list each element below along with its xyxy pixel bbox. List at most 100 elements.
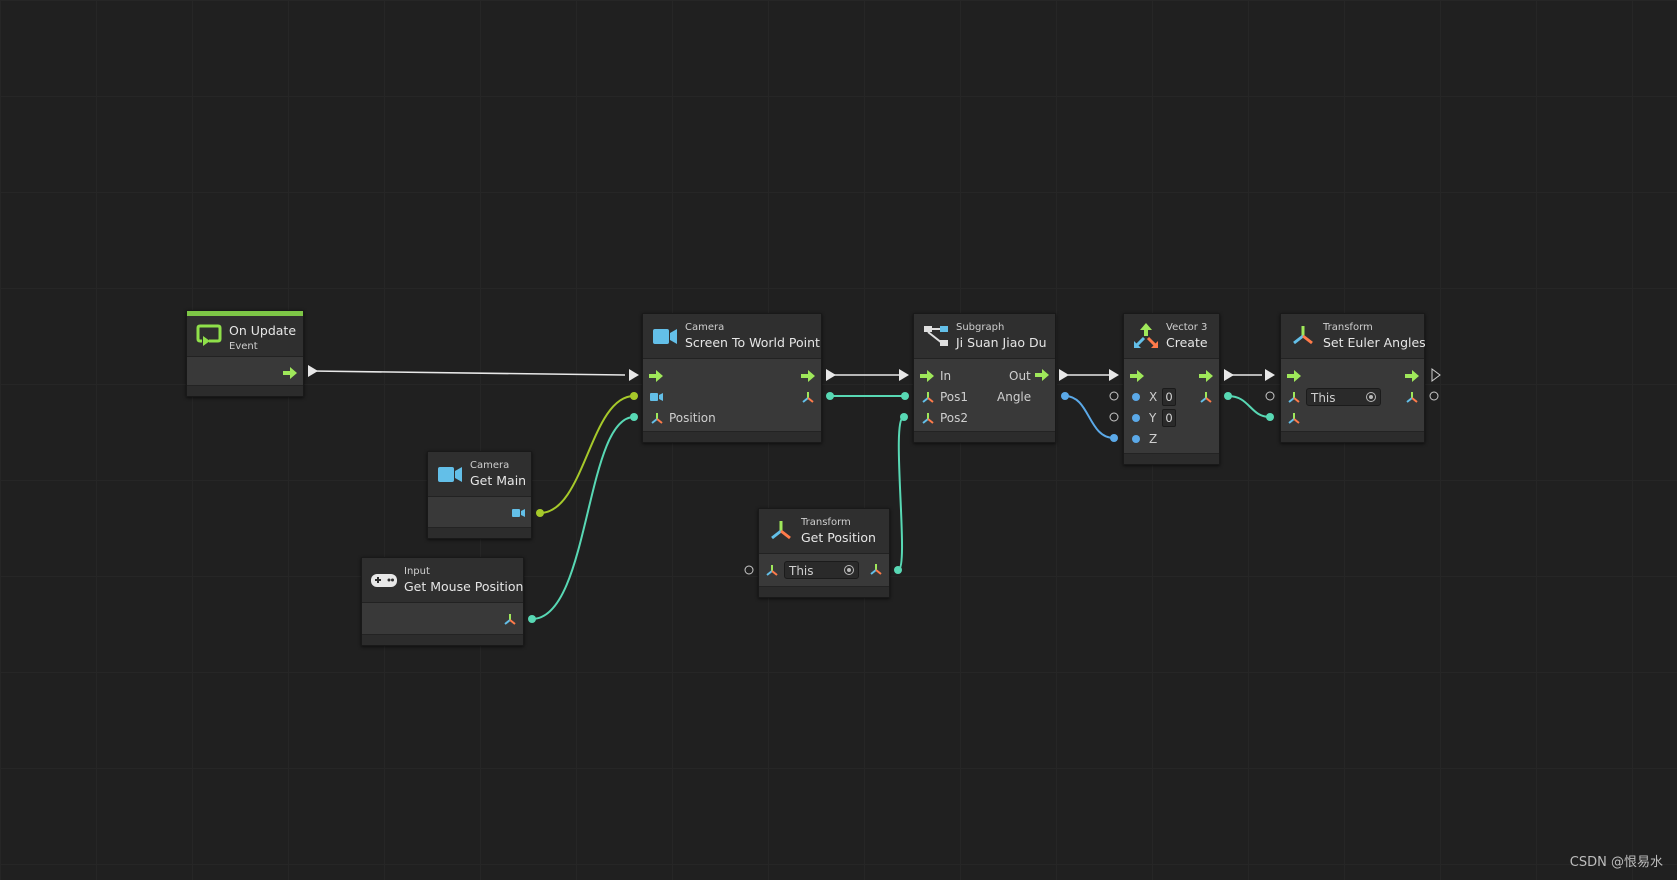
- subgraph-icon: [924, 326, 948, 346]
- flow-arrow-screen-in: [629, 369, 639, 381]
- port-label-x: X: [1149, 390, 1158, 404]
- port-vector-x-empty: [1109, 391, 1119, 401]
- x-value-field[interactable]: 0: [1162, 388, 1176, 406]
- port-label-y: Y: [1149, 411, 1157, 425]
- node-vector3-create[interactable]: Vector 3 Create X 0 Y 0 Z: [1123, 313, 1220, 465]
- float-port-dot-icon: [1132, 414, 1140, 422]
- port-vector-y-empty: [1109, 412, 1119, 422]
- float-port-dot-icon: [1132, 393, 1140, 401]
- vector-output-icon: [802, 392, 814, 403]
- dot-mouse-out: [528, 615, 536, 623]
- node-category: Subgraph: [956, 322, 1005, 333]
- target-field[interactable]: This: [1306, 388, 1381, 406]
- flow-in-arrow-icon[interactable]: [1130, 370, 1144, 382]
- node-subtitle: Event: [229, 340, 258, 352]
- transform-port-icon: [1288, 392, 1300, 403]
- dot-z-in: [1110, 434, 1118, 442]
- flow-arrow-vector-out: [1224, 369, 1234, 381]
- node-title: Create: [1166, 335, 1208, 350]
- object-picker-icon[interactable]: [1366, 392, 1376, 402]
- dot-euler-in: [1266, 413, 1274, 421]
- object-picker-icon[interactable]: [844, 565, 854, 575]
- wire-vector-to-euler: [1227, 395, 1271, 418]
- vector-port-icon: [1288, 413, 1300, 424]
- node-on-update[interactable]: On Update Event: [186, 310, 304, 397]
- node-title: Get Position: [801, 530, 876, 545]
- transform-icon: [1293, 326, 1313, 345]
- dot-screen-camera-in: [630, 392, 638, 400]
- port-euler-target-out-empty: [1429, 391, 1439, 401]
- port-label-position: Position: [669, 411, 716, 425]
- flow-in-arrow-icon[interactable]: [649, 370, 663, 382]
- wire-angle-to-z: [1064, 395, 1115, 439]
- dot-vector-out: [1224, 392, 1232, 400]
- node-transform-set-euler-angles[interactable]: Transform Set Euler Angles This: [1280, 313, 1426, 443]
- dot-screen-position-in: [630, 413, 638, 421]
- node-transform-get-position[interactable]: Transform Get Position This: [758, 508, 890, 598]
- flow-out-arrow-icon[interactable]: [1035, 369, 1049, 381]
- port-getpos-target-empty: [744, 565, 754, 575]
- node-category: Vector 3: [1166, 322, 1208, 333]
- node-camera-get-main[interactable]: Camera Get Main: [427, 451, 532, 539]
- watermark: CSDN @恨易水: [1569, 855, 1663, 870]
- node-title: On Update: [229, 323, 297, 338]
- target-field-value: This: [789, 564, 814, 578]
- flow-arrow-vector-in: [1109, 369, 1119, 381]
- flow-out-arrow-icon[interactable]: [283, 367, 297, 379]
- event-bar: [187, 311, 303, 316]
- target-field-value: This: [1311, 391, 1336, 405]
- flow-wire-update-to-screen: [311, 370, 626, 376]
- camera-port-icon: [650, 393, 663, 401]
- camera-output-icon: [512, 509, 525, 517]
- transform-output-icon: [1406, 392, 1418, 403]
- dot-pos2-in: [900, 413, 908, 421]
- vector-port-icon: [922, 392, 934, 403]
- node-title: Ji Suan Jiao Du: [956, 335, 1047, 350]
- transform-icon: [771, 521, 791, 540]
- flow-arrow-subgraph-in: [899, 369, 909, 381]
- flow-arrow-euler-in: [1265, 369, 1275, 381]
- camera-icon: [438, 467, 462, 482]
- port-label-z: Z: [1149, 432, 1158, 446]
- dot-angle-out: [1061, 392, 1069, 400]
- port-label-angle: Angle: [997, 390, 1032, 404]
- flow-out-arrow-icon[interactable]: [1405, 370, 1419, 382]
- dot-camera-main-out: [536, 509, 544, 517]
- dot-world-out: [826, 392, 834, 400]
- vector-port-icon: [651, 413, 663, 424]
- flow-out-arrow-icon[interactable]: [1199, 370, 1213, 382]
- flow-arrow-screen-out: [826, 369, 836, 381]
- camera-icon: [653, 329, 677, 344]
- node-category: Transform: [801, 517, 851, 528]
- node-category: Input: [404, 566, 430, 577]
- node-title: Get Mouse Position: [404, 579, 524, 594]
- vector3-icon: [1134, 323, 1158, 348]
- node-category: Camera: [685, 322, 725, 333]
- flow-out-arrow-icon[interactable]: [801, 370, 815, 382]
- y-value-field[interactable]: 0: [1162, 409, 1176, 427]
- flow-arrow-euler-out: [1431, 368, 1441, 382]
- node-screen-to-world-point[interactable]: Camera Screen To World Point Position: [642, 313, 822, 443]
- update-event-icon: [196, 324, 222, 346]
- vector-output-icon: [504, 614, 516, 625]
- wire-getpos-to-pos2: [897, 416, 905, 571]
- port-euler-target-empty: [1265, 391, 1275, 401]
- transform-port-icon: [766, 565, 778, 576]
- float-port-dot-icon: [1132, 435, 1140, 443]
- flow-in-arrow-icon[interactable]: [920, 370, 934, 382]
- node-title: Set Euler Angles: [1323, 335, 1426, 350]
- node-title: Screen To World Point: [685, 335, 820, 350]
- flow-in-arrow-icon[interactable]: [1287, 370, 1301, 382]
- gamepad-icon: [371, 574, 397, 587]
- wire-camera-main: [539, 395, 635, 514]
- port-label-out: Out: [1009, 369, 1031, 383]
- node-category: Transform: [1323, 322, 1373, 333]
- vector-output-icon: [1200, 392, 1212, 403]
- vector-port-icon: [922, 413, 934, 424]
- node-subgraph-ji-suan-jiao-du[interactable]: Subgraph Ji Suan Jiao Du In Out Pos1 Ang…: [913, 313, 1056, 443]
- node-get-mouse-position[interactable]: Input Get Mouse Position: [361, 557, 524, 646]
- port-label-in: In: [940, 369, 952, 383]
- flow-arrow-subgraph-out: [1059, 369, 1069, 381]
- target-field[interactable]: This: [784, 561, 859, 579]
